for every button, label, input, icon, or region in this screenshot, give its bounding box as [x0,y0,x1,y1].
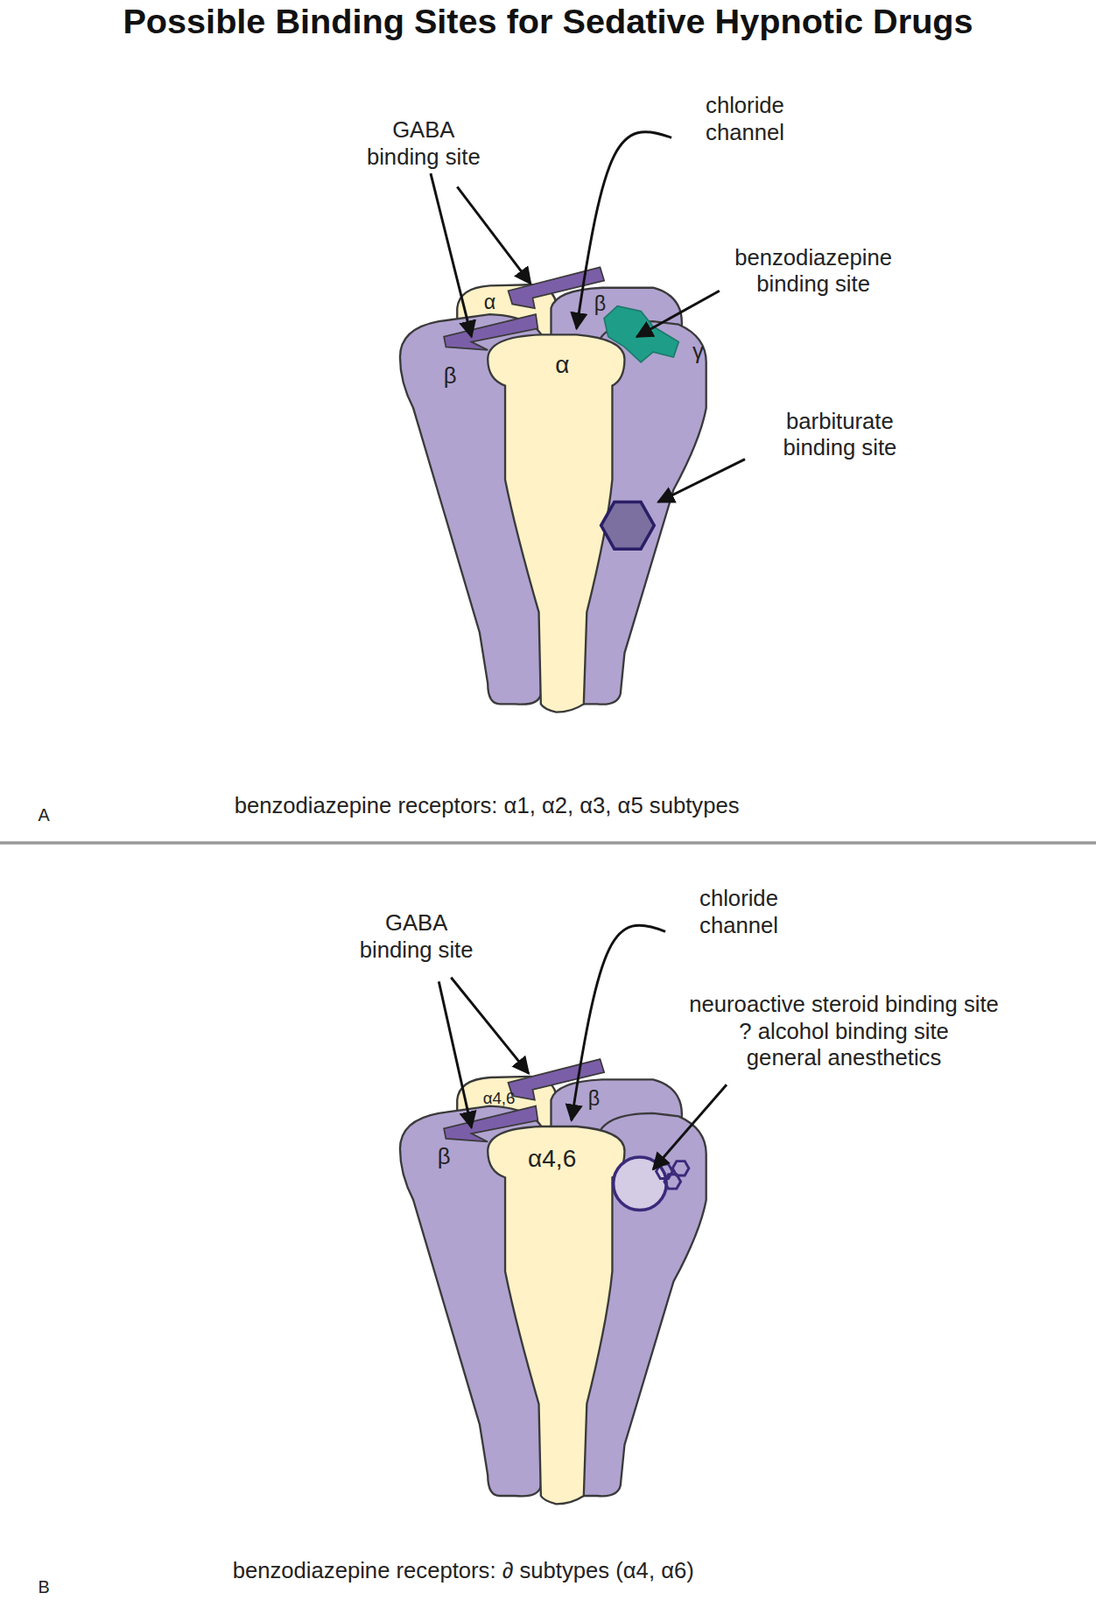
subunit-label: β [437,1144,451,1171]
site-label: GABA binding site [357,117,491,171]
subunit-label: γ [692,338,704,366]
panel-caption: benzodiazepine receptors: ∂ subtypes (α4… [232,1558,695,1585]
subunit-label: β [594,292,606,317]
subunit-label: α4,6 [483,1089,516,1110]
site-label: benzodiazepine binding site [726,245,900,299]
panel-caption: benzodiazepine receptors: α1, α2, α3, α5… [234,793,740,820]
subunit-label: α [555,351,570,380]
site-label: barbiturate binding site [763,407,917,462]
site-label: ? alcohol binding site [738,1018,949,1045]
subunit-label: β [588,1087,600,1112]
site-label: GABA binding site [350,910,484,964]
site-label: general anesthetics [746,1045,942,1072]
site-label: chloride channel [682,885,795,940]
site-label: chloride channel [688,92,801,147]
subunit-label: α [484,290,496,316]
subunit-label: α4,6 [527,1145,577,1174]
panel-letter: A [38,806,50,827]
panel-letter: B [38,1577,50,1598]
subunit-label: β [443,363,457,390]
title: Possible Binding Sites for Sedative Hypn… [0,1,1096,42]
site-label: neuroactive steroid binding site [688,991,999,1019]
